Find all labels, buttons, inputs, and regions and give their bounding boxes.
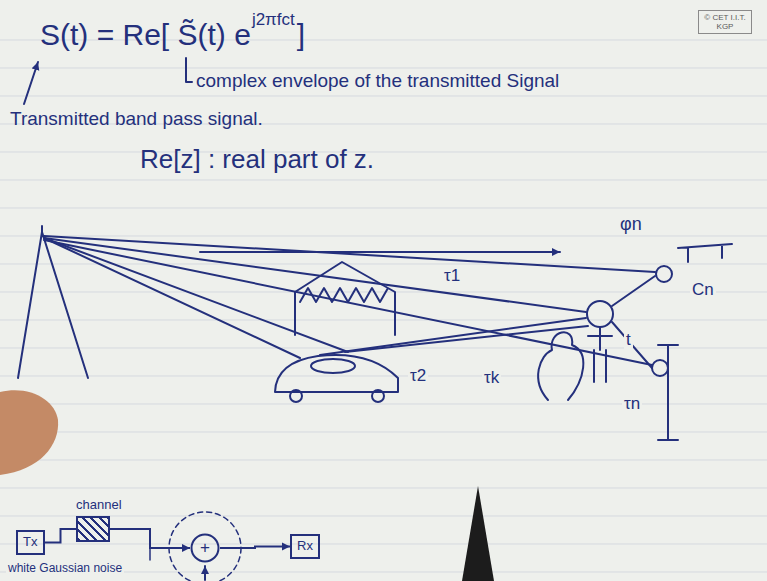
scatter-point: [656, 266, 672, 282]
signal-connector: [110, 529, 190, 548]
car-window: [311, 359, 355, 373]
exponent-text: j2πfct: [252, 10, 295, 30]
paper-line: [0, 404, 767, 405]
phase-label: φn: [618, 214, 644, 235]
drawing: [18, 58, 732, 581]
summer-circle-shape: [192, 535, 219, 562]
channel-hatch: [76, 516, 110, 542]
tree-symbol: [538, 332, 583, 400]
signal-connector: [45, 529, 76, 543]
car-wheel: [372, 390, 384, 402]
node-text: channel: [76, 498, 122, 513]
paper-line: [0, 516, 767, 517]
leader-arrow: [24, 62, 38, 104]
node-text: Rx: [297, 539, 313, 554]
paper-line: [0, 68, 767, 69]
annotation-note: Transmitted band pass signal.: [10, 108, 263, 130]
definition-note: Re[z] : real part of z.: [140, 145, 374, 175]
ray-line: [44, 238, 348, 352]
person-body: [588, 327, 612, 382]
paper-line: [0, 544, 767, 545]
paper-line: [0, 96, 767, 97]
summer-circle: +: [190, 533, 220, 563]
leader-line: [149, 548, 151, 560]
amplitude-label: Cn: [690, 280, 716, 300]
node-text: Tx: [23, 535, 38, 550]
time-label: t: [624, 330, 633, 350]
paper-line: [0, 432, 767, 433]
dashed-circle: [169, 512, 241, 581]
equation-text: S(t) = Re[ S̃(t) e: [40, 18, 251, 53]
paper-line: [0, 208, 767, 209]
pen-tip: [462, 486, 494, 581]
paper-line: [0, 488, 767, 489]
paper-line: [0, 460, 767, 461]
car-symbol: [275, 355, 398, 392]
bracket-text: ]: [297, 18, 305, 53]
annotation-note: complex envelope of the transmitted Sign…: [196, 70, 559, 92]
reflector-symbol: [678, 244, 732, 262]
tower-symbol: [18, 226, 88, 378]
watermark-box: © CET I.I.T. KGP: [698, 10, 752, 34]
delay-arrow: [200, 251, 560, 253]
scatter-point: [652, 360, 668, 376]
delay-label: τk: [482, 368, 501, 388]
noise-label: white Gaussian noise: [6, 562, 124, 576]
paper-line: [0, 292, 767, 293]
ray-line: [44, 240, 652, 365]
receiver-box: Rx: [290, 534, 320, 559]
car-wheel: [290, 390, 302, 402]
transmitter-box: Tx: [16, 530, 45, 555]
paper-lines: [0, 40, 767, 572]
noise-arrow: [204, 566, 206, 580]
house-symbol: [295, 262, 395, 335]
delay-label: τ2: [408, 366, 428, 386]
delay-label: τn: [622, 394, 642, 414]
paper-line: [0, 320, 767, 321]
delay-label: τ1: [442, 266, 462, 286]
paper-line: [0, 152, 767, 153]
paper-line: [0, 376, 767, 377]
node-text: +: [200, 538, 210, 558]
node-text: © CET I.I.T. KGP: [702, 13, 748, 31]
hand: [0, 390, 58, 475]
paper-line: [0, 236, 767, 237]
ray-line: [612, 276, 655, 306]
person-head: [587, 301, 613, 327]
channel-box: channel: [76, 498, 122, 542]
leader-line: [186, 58, 192, 82]
ray-line: [612, 322, 652, 368]
paper-line: [0, 180, 767, 181]
signal-connector: [220, 546, 290, 548]
